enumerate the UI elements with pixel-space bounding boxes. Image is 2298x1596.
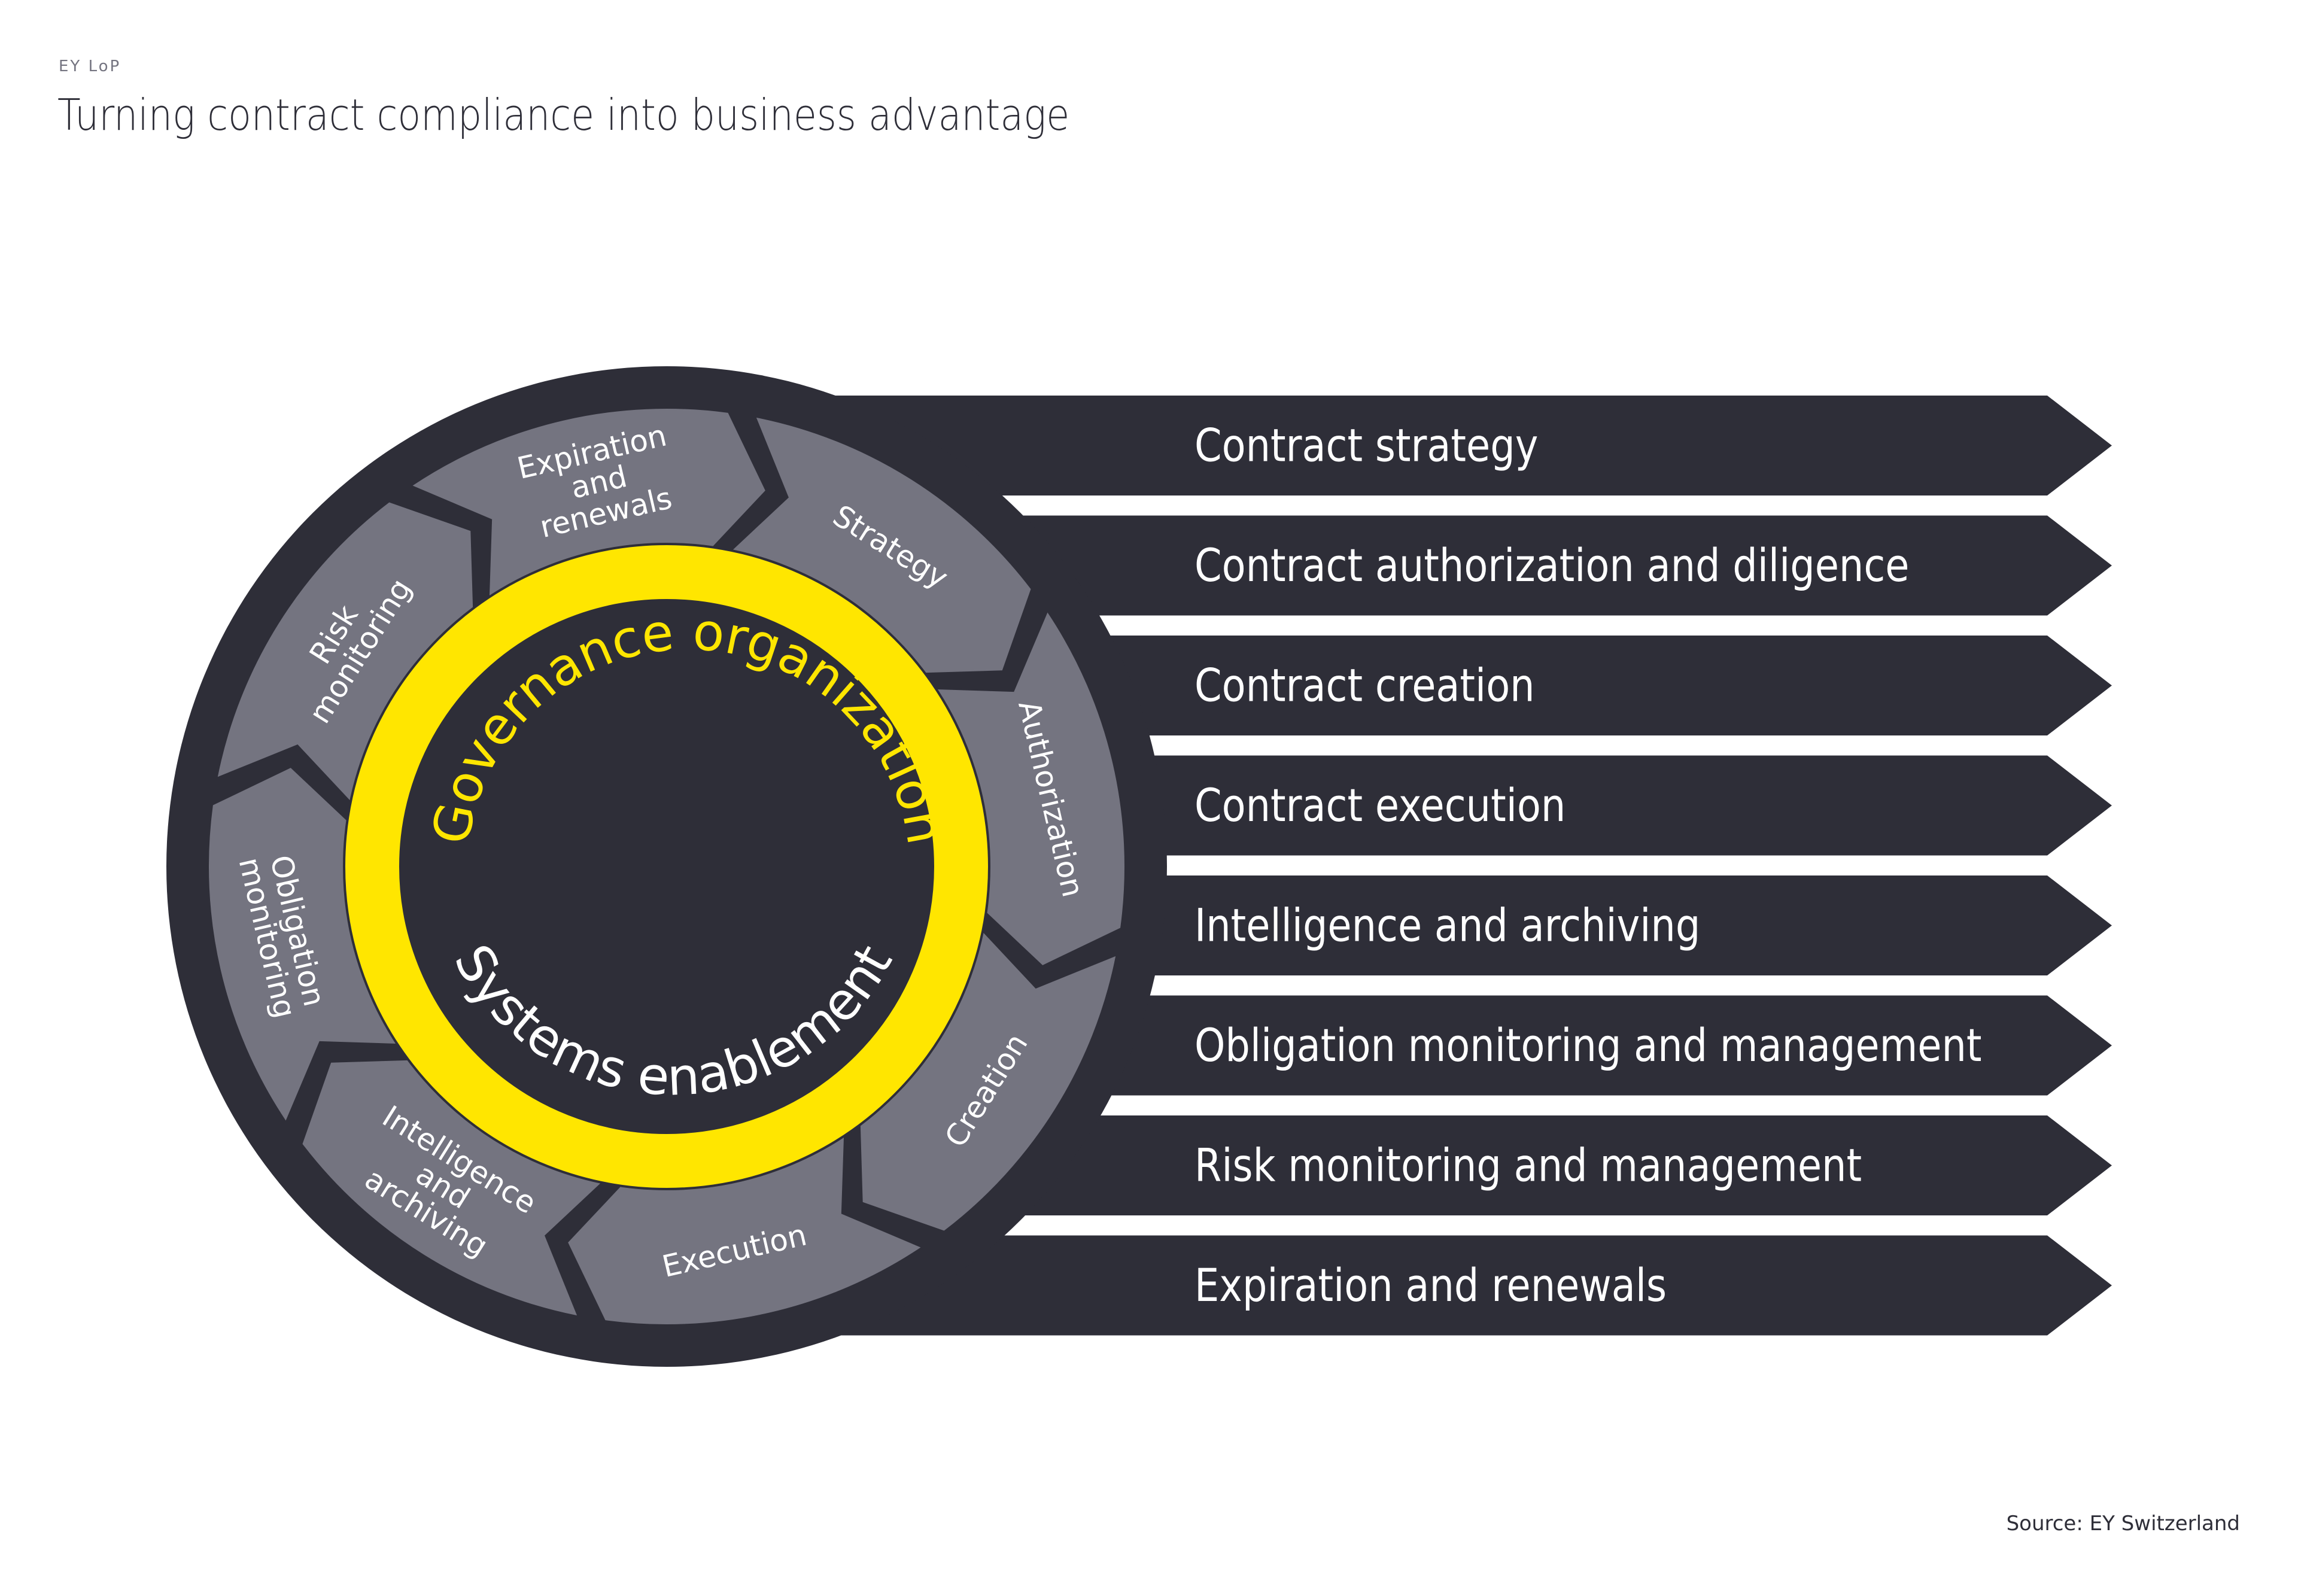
- cycle-segment-risk: [217, 502, 473, 804]
- process-arrow-label: Contract strategy: [1194, 419, 1538, 472]
- process-arrow-label: Risk monitoring and management: [1194, 1139, 1862, 1192]
- cycle-segment-creation: [860, 929, 1116, 1231]
- cycle-segment-obligation: [209, 768, 401, 1121]
- process-arrow-label: Obligation monitoring and management: [1194, 1019, 1982, 1072]
- eyebrow-label: EY LoP: [59, 57, 121, 75]
- cycle-ring: [209, 409, 1124, 1324]
- process-arrow-label: Expiration and renewals: [1194, 1258, 1667, 1312]
- process-arrow-label: Intelligence and archiving: [1194, 899, 1700, 952]
- core-disc: [399, 599, 934, 1134]
- cycle-segment-authorization: [932, 612, 1124, 965]
- cycle-segment-strategy: [729, 417, 1031, 673]
- source-note: Source: EY Switzerland: [2006, 1512, 2240, 1536]
- process-arrow: [778, 1235, 2112, 1336]
- process-arrow-label: Contract creation: [1194, 659, 1535, 712]
- cycle-segment-intelligence: [302, 1060, 604, 1316]
- page-title: Turning contract compliance into busines…: [57, 90, 1070, 140]
- process-arrow: [778, 396, 2112, 495]
- process-arrow: [778, 515, 2112, 616]
- process-arrow-label: Contract authorization and diligence: [1194, 539, 1909, 592]
- cycle-segment-execution: [568, 1132, 921, 1324]
- process-arrow-label: Contract execution: [1194, 779, 1566, 832]
- cycle-segment-expiration: [412, 409, 765, 601]
- process-arrow: [778, 1115, 2112, 1215]
